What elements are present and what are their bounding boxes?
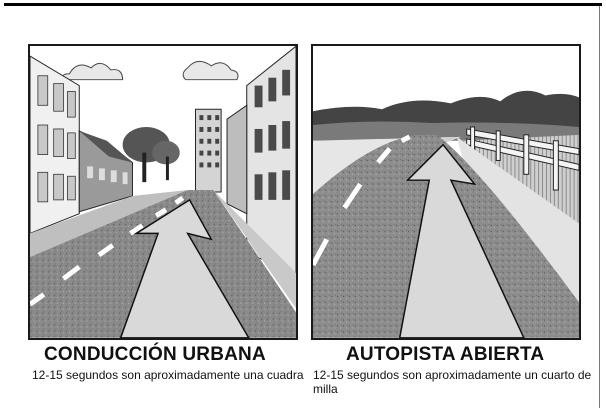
top-border-line: [4, 3, 602, 6]
right-border-line: [599, 6, 600, 408]
fence-icon: [466, 126, 579, 191]
highway-scene-drawing: [313, 46, 579, 338]
forward-arrow-icon: [398, 143, 525, 338]
hills-icon: [313, 90, 579, 141]
lane-divider-icon: [30, 195, 185, 307]
tree-icon: [122, 126, 180, 183]
highway-driving-description: 12-15 segundos son aproximadamente un cu…: [313, 368, 592, 396]
urban-driving-description: 12-15 segundos son aproximadamente una c…: [32, 368, 304, 382]
left-buildings-icon: [30, 55, 133, 234]
highway-driving-illustration: [311, 44, 581, 340]
urban-driving-title: CONDUCCIÓN URBANA: [44, 344, 266, 365]
highway-driving-title: AUTOPISTA ABIERTA: [346, 344, 545, 365]
urban-scene-drawing: [30, 46, 296, 338]
urban-driving-illustration: [28, 44, 298, 340]
tall-building-icon: [195, 108, 222, 193]
lane-divider-icon: [313, 134, 411, 267]
forward-arrow-icon: [119, 198, 250, 338]
